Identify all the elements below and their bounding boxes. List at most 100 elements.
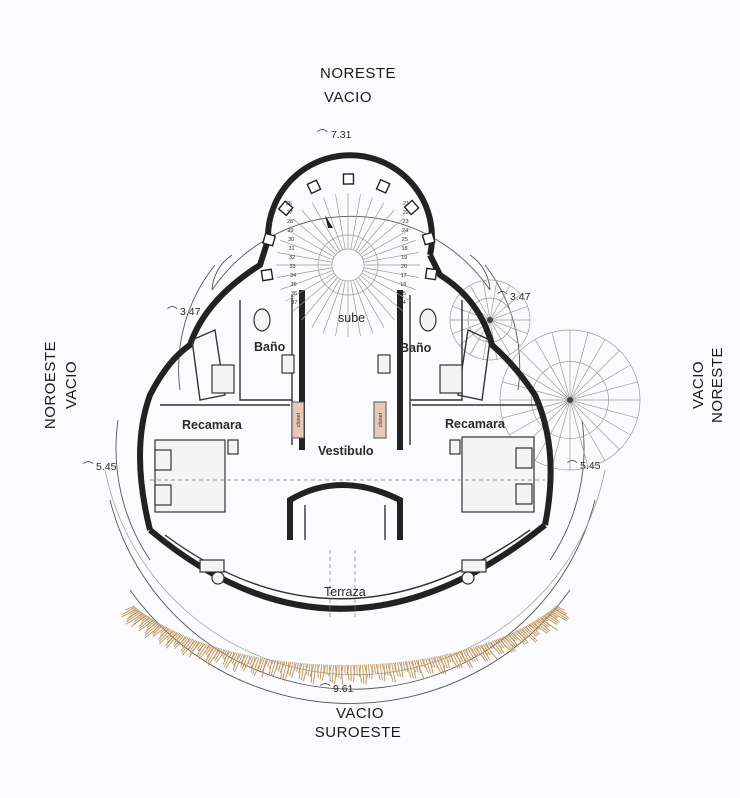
grass-stroke (434, 656, 438, 668)
grass-stroke (223, 650, 231, 661)
stair-tread (362, 240, 416, 260)
stair-tread (353, 197, 373, 251)
grass-stroke (553, 607, 570, 619)
south-label-line1: VACIO (336, 705, 384, 722)
grass-stroke (243, 655, 253, 672)
stair-step-number: 24 (402, 228, 408, 234)
grass-stroke (166, 632, 179, 643)
east-label-line1: VACIO (690, 361, 707, 409)
grass-stroke (541, 616, 549, 622)
grass-stroke (375, 663, 381, 680)
grass-stroke (555, 605, 565, 611)
grass-stroke (205, 645, 213, 656)
stair-tread (363, 267, 419, 278)
grass-stroke (302, 663, 309, 682)
column-right-icon (461, 559, 487, 573)
grass-stroke (319, 664, 322, 680)
grass-stroke (160, 627, 168, 634)
grass-stroke (138, 618, 152, 629)
grass-stroke (439, 655, 447, 675)
stair-arrow-icon (325, 215, 333, 228)
grass-stroke (250, 656, 258, 668)
grass-stroke (487, 642, 493, 650)
grass-stroke (198, 644, 211, 660)
grass-stroke (241, 654, 249, 670)
grass-stroke (231, 652, 238, 664)
grass-stroke (376, 663, 379, 674)
closet-left-label: closet (296, 412, 302, 427)
hall-label: Vestibulo (318, 444, 374, 458)
terrace-label: Terraza (324, 585, 366, 599)
grass-stroke (121, 606, 136, 616)
grass-stroke (379, 663, 383, 681)
grass-stroke (385, 663, 389, 676)
grass-stroke (138, 619, 155, 632)
stair-tread (360, 275, 404, 312)
grass-stroke (225, 652, 237, 669)
grass-stroke (298, 663, 303, 674)
grass-stroke (181, 636, 189, 646)
grass-stroke (174, 636, 188, 650)
stair-tread (277, 252, 333, 263)
bedroom-left-label: Recamara (182, 418, 243, 432)
grass-stroke (408, 660, 414, 679)
arc-symbol-bottom: ⌒ (320, 683, 331, 695)
grass-stroke (404, 661, 412, 679)
grass-stroke (369, 664, 374, 673)
grass-stroke (214, 648, 223, 662)
grass-stroke (430, 657, 436, 668)
dimension-mid-right: 5.45 (580, 460, 601, 472)
grass-stroke (152, 624, 164, 636)
grass-stroke (485, 642, 493, 655)
grass-stroke (173, 635, 185, 647)
stair-step-number: 22 (403, 210, 409, 216)
grass-stroke (289, 662, 294, 677)
grass-stroke (252, 657, 260, 675)
grass-stroke (524, 626, 537, 637)
grass-stroke (182, 638, 192, 648)
grass-stroke (282, 661, 288, 681)
bath-right-label: Baño (400, 341, 432, 355)
building-walls (137, 152, 554, 612)
arc-symbol-upper-right: ⌒ (497, 291, 508, 303)
grass-stroke (358, 664, 363, 683)
grass-stroke (276, 660, 279, 671)
stair-tread (363, 252, 419, 263)
grass-stroke (272, 660, 280, 678)
spiral-stair: 2627282930313233343536372122232425181920… (276, 193, 420, 337)
grass-stroke (550, 609, 560, 618)
grass-stroke (334, 664, 338, 684)
north-label-line1: NORESTE (320, 65, 396, 82)
grass-stroke (206, 646, 218, 664)
west-label-line2: VACIO (63, 361, 80, 409)
grass-stroke (460, 650, 466, 663)
stair-step-number: 37 (292, 300, 298, 306)
dimension-arcs (104, 215, 606, 704)
grass-stroke (332, 664, 334, 683)
closet-right-label: closet (378, 412, 384, 427)
dimension-top: 7.31 (331, 129, 352, 141)
shower-left-icon (211, 364, 235, 394)
grass-stroke (346, 664, 350, 681)
vegetation-band (121, 605, 570, 686)
grass-stroke (545, 613, 559, 624)
stair-tread (323, 279, 343, 333)
grass-stroke (542, 615, 558, 625)
column-left-icon (199, 559, 225, 573)
stair-step-number: 20 (401, 264, 407, 270)
grass-stroke (128, 610, 141, 618)
grass-stroke (457, 651, 464, 663)
stair-step-number: 35 (291, 282, 297, 288)
buttress (262, 232, 277, 247)
buttress (375, 178, 391, 194)
grass-stroke (423, 658, 426, 668)
grass-stroke (462, 649, 474, 668)
grass-stroke (358, 664, 362, 677)
grass-stroke (352, 664, 356, 682)
grass-stroke (534, 620, 549, 633)
stair-step-number: 30 (288, 237, 294, 243)
grass-stroke (455, 651, 463, 669)
toilet-left-icon (253, 308, 271, 332)
grass-stroke (146, 620, 156, 629)
